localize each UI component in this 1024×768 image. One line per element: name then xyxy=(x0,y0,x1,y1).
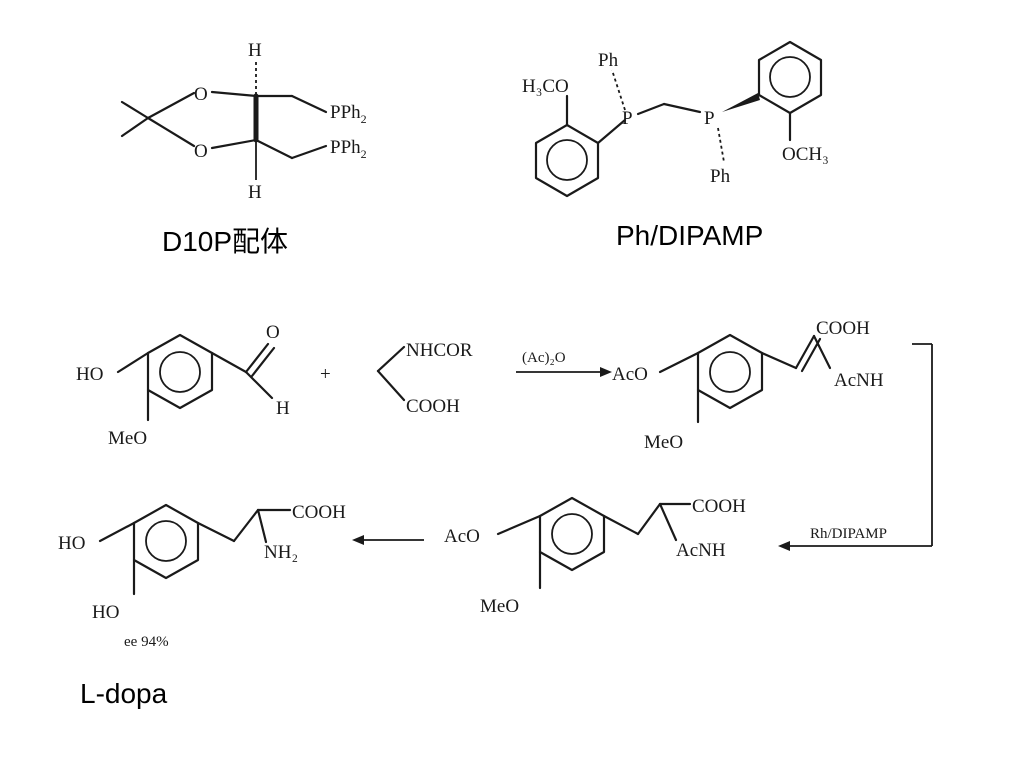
ldopa-cooh: COOH xyxy=(292,502,346,523)
d10p-pph2-top: PPh2 xyxy=(330,102,367,126)
vanillin-structure: HO MeO O H xyxy=(76,322,290,449)
dipamp-ph-bottom: Ph xyxy=(710,166,731,187)
int1-meo: MeO xyxy=(644,432,683,453)
step2-reagent: Rh/DIPAMP xyxy=(810,526,887,542)
plus-sign: + xyxy=(320,364,331,385)
dipamp-ph-top: Ph xyxy=(598,50,619,71)
d10p-caption: D10P配体 xyxy=(162,226,289,257)
intermediate2-structure: AcO MeO COOH AcNH xyxy=(444,496,746,617)
int1-cooh: COOH xyxy=(816,318,870,339)
dipamp-p-right: P xyxy=(704,108,715,129)
ldopa-ho-1: HO xyxy=(58,533,85,554)
step1-reagent: (Ac)₂O xyxy=(522,350,566,366)
dipamp-caption: Ph/DIPAMP xyxy=(616,220,764,251)
dipamp-ligand-structure: H₃CO OCH₃ Ph Ph P P xyxy=(522,40,829,198)
ldopa-structure: HO HO COOH NH₂ ee 94% xyxy=(58,502,346,650)
int2-cooh: COOH xyxy=(692,496,746,517)
intermediate1-structure: AcO MeO COOH AcNH xyxy=(612,318,884,453)
int2-meo: MeO xyxy=(480,596,519,617)
d10p-pph2-bottom: PPh2 xyxy=(330,137,367,161)
int2-acnh: AcNH xyxy=(676,540,726,561)
glycine-nhcor: NHCOR xyxy=(406,340,473,361)
vanillin-h: H xyxy=(276,398,290,419)
dipamp-p-left: P xyxy=(622,108,633,129)
d10p-ligand-structure: H H O O PPh2 PPh2 xyxy=(120,40,367,203)
vanillin-ho: HO xyxy=(76,364,103,385)
d10p-o-bottom: O xyxy=(194,141,208,162)
d10p-h-bottom: H xyxy=(248,182,262,203)
int2-aco: AcO xyxy=(444,526,480,547)
vanillin-meo: MeO xyxy=(108,428,147,449)
d10p-o-top: O xyxy=(194,84,208,105)
ldopa-nh2: NH₂ xyxy=(264,542,298,563)
d10p-h-top: H xyxy=(248,40,262,61)
dipamp-h3co-label: H₃CO xyxy=(522,76,569,97)
acylglycine-structure: NHCOR COOH xyxy=(376,340,473,417)
ldopa-caption: L-dopa xyxy=(80,678,168,709)
int1-aco: AcO xyxy=(612,364,648,385)
int1-acnh: AcNH xyxy=(834,370,884,391)
ldopa-ho-2: HO xyxy=(92,602,119,623)
reaction-arrow-3 xyxy=(352,535,424,545)
dipamp-och3-label: OCH₃ xyxy=(782,144,829,165)
glycine-cooh: COOH xyxy=(406,396,460,417)
reaction-arrow-1: (Ac)₂O xyxy=(516,350,612,377)
vanillin-o: O xyxy=(266,322,280,343)
reaction-arrow-2: Rh/DIPAMP xyxy=(778,343,933,551)
ldopa-ee: ee 94% xyxy=(124,634,169,650)
